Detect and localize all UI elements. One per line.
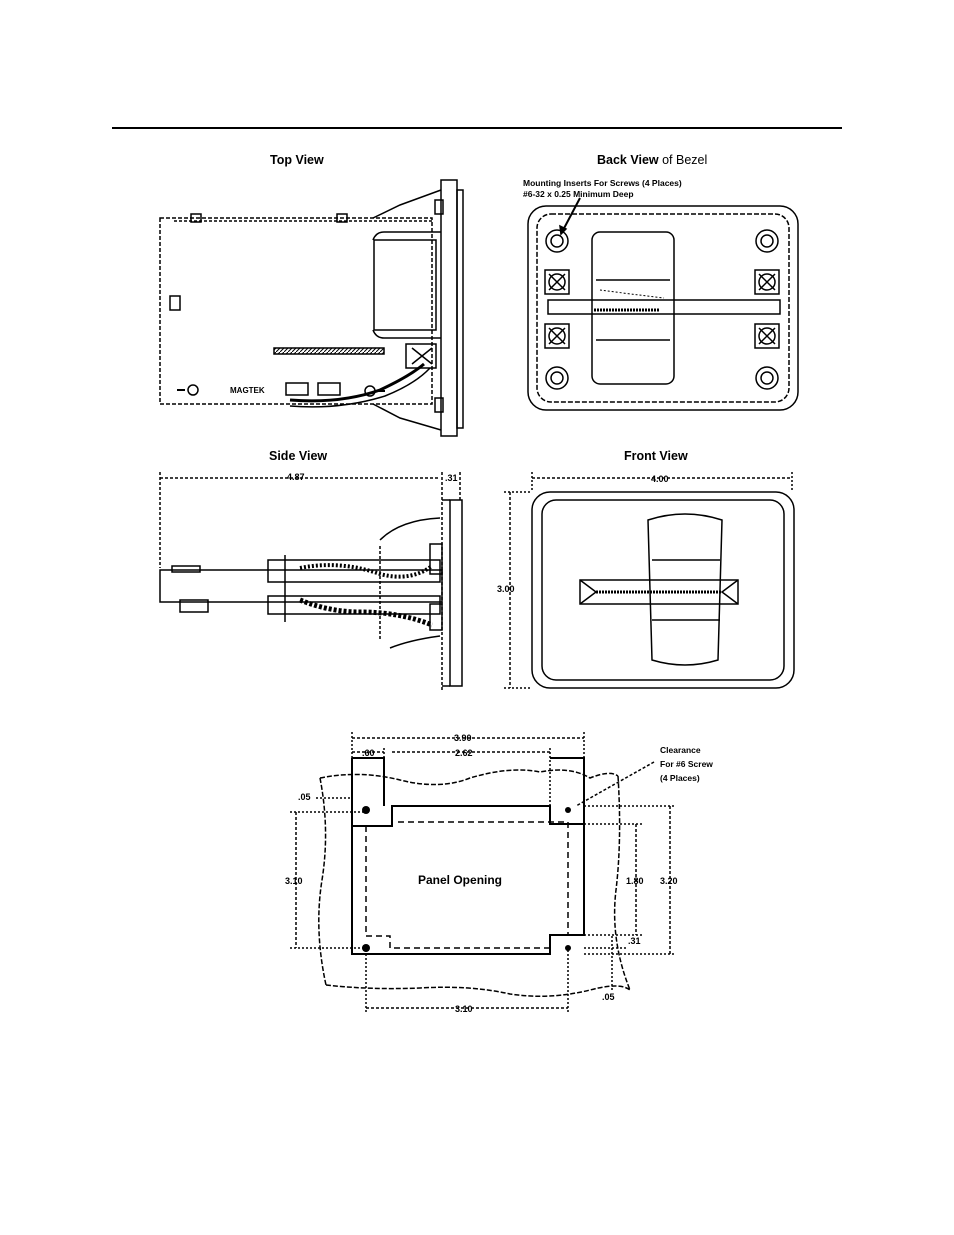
top-view-drawing <box>159 179 464 437</box>
panel-dim-top-offset: .05 <box>298 792 311 802</box>
panel-dim-right-inner-height: 1.80 <box>626 876 644 886</box>
side-dim-bezel: .31 <box>445 473 458 483</box>
panel-dim-left-height: 3.10 <box>285 876 303 886</box>
panel-dim-inner-width: 2.62 <box>455 748 473 758</box>
front-view-drawing <box>504 472 795 689</box>
clearance-hole-top-left <box>362 806 370 814</box>
header-rule <box>112 127 842 129</box>
front-dim-height: 3.00 <box>497 584 515 594</box>
side-dim-length: 4.87 <box>287 472 305 482</box>
clearance-note-line1: Clearance <box>660 745 701 755</box>
back-view-title: Back View of Bezel <box>597 153 708 167</box>
back-view-drawing <box>527 197 799 411</box>
side-view-drawing <box>159 472 463 690</box>
panel-dim-left-step: .60 <box>362 748 375 758</box>
panel-dim-bottom-offset: .05 <box>602 992 615 1002</box>
front-dim-width: 4.00 <box>651 474 669 484</box>
panel-opening-label: Panel Opening <box>418 873 502 887</box>
clearance-note-line3: (4 Places) <box>660 773 700 783</box>
screw-holes <box>362 806 571 952</box>
side-view-title: Side View <box>269 449 328 463</box>
clearance-hole-bottom-left <box>362 944 370 952</box>
back-view-note-line2: #6-32 x 0.25 Minimum Deep <box>523 189 634 199</box>
panel-dim-right-height: 3.20 <box>660 876 678 886</box>
panel-dim-right-step: .31 <box>628 936 641 946</box>
clearance-hole-bottom-right <box>565 945 571 951</box>
panel-dim-total-width: 3.90 <box>454 733 472 743</box>
top-view-title: Top View <box>270 153 324 167</box>
panel-dim-bottom-width: 3.10 <box>455 1004 473 1014</box>
board-label: MAGTEK <box>230 386 265 395</box>
clearance-note-line2: For #6 Screw <box>660 759 713 769</box>
clearance-hole-top-right <box>565 807 571 813</box>
front-view-title: Front View <box>624 449 688 463</box>
panel-opening-drawing <box>290 732 676 1014</box>
back-view-note-line1: Mounting Inserts For Screws (4 Places) <box>523 178 682 188</box>
